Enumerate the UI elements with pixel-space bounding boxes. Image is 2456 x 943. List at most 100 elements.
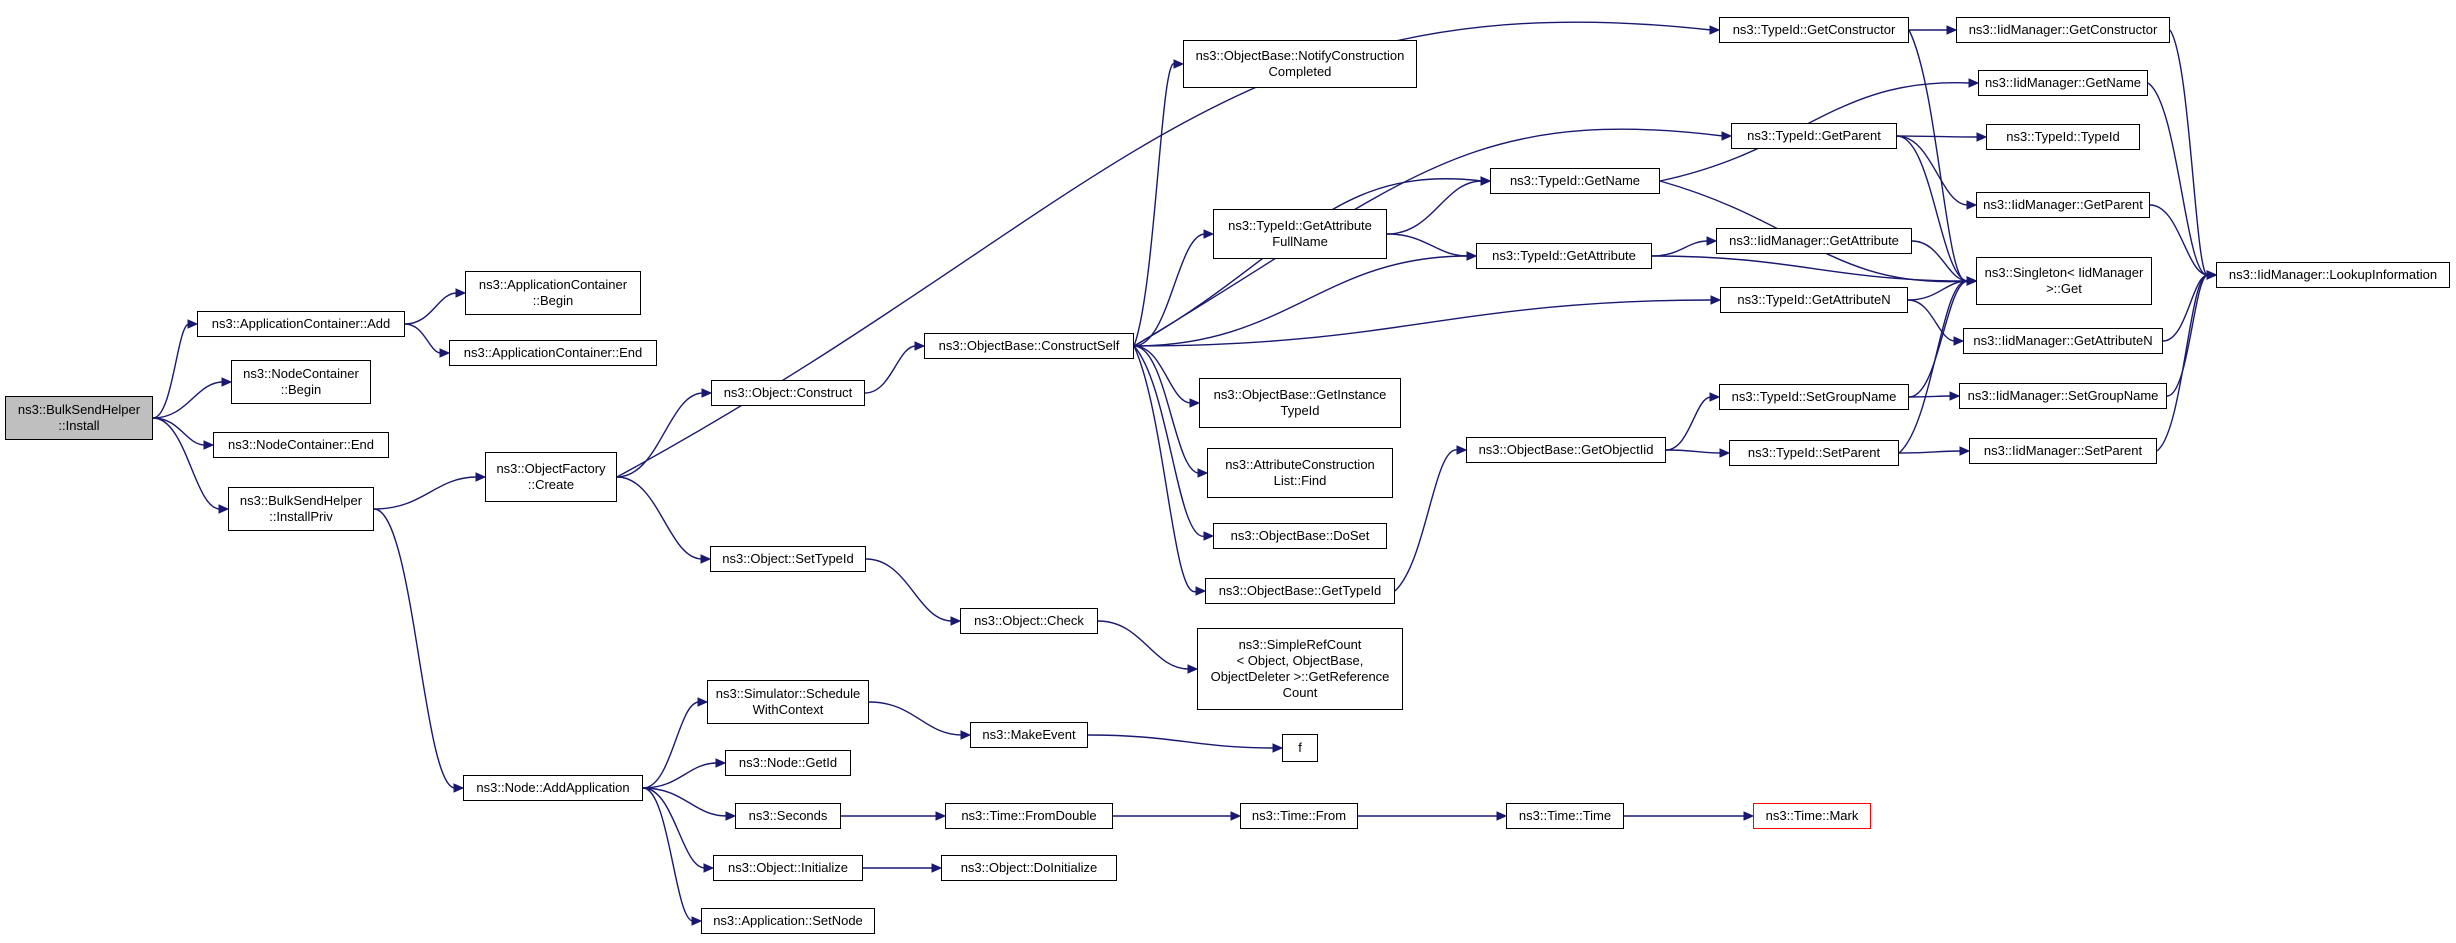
edge-arrowhead [1197, 468, 1209, 478]
call-edge [642, 701, 700, 789]
call-edge [1133, 178, 1483, 347]
edge-arrowhead [1187, 664, 1199, 674]
node-typeid-getattribute[interactable]: ns3::TypeId::GetAttribute [1476, 243, 1652, 269]
node-objectbase-getinstancetypeid[interactable]: ns3::ObjectBase::GetInstance TypeId [1199, 378, 1401, 428]
edge-arrowhead [187, 319, 199, 329]
edge-arrowhead [1706, 236, 1718, 246]
node-simulator-schedulewithcontext[interactable]: ns3::Simulator::Schedule WithContext [707, 680, 869, 724]
node-time-from[interactable]: ns3::Time::From [1240, 803, 1358, 829]
node-bulksendhelper-installpriv[interactable]: ns3::BulkSendHelper ::InstallPriv [228, 487, 374, 531]
edge-arrowhead [1709, 392, 1721, 402]
node-bulksendhelper-install: ns3::BulkSendHelper ::Install [5, 396, 153, 440]
call-edge [1898, 280, 1969, 454]
call-edge [1133, 299, 1713, 347]
call-edge [2149, 204, 2209, 276]
edge-arrowhead [1721, 131, 1733, 141]
node-applicationcontainer-begin[interactable]: ns3::ApplicationContainer ::Begin [465, 271, 641, 315]
call-edge [1651, 240, 1709, 257]
edge-arrowhead [1480, 176, 1492, 186]
edge-arrowhead [1272, 743, 1284, 753]
node-iidmanager-setgroupname[interactable]: ns3::IidManager::SetGroupName [1959, 383, 2167, 409]
node-iidmanager-setparent[interactable]: ns3::IidManager::SetParent [1969, 438, 2157, 464]
node-object-construct[interactable]: ns3::Object::Construct [711, 380, 865, 406]
node-time-fromdouble[interactable]: ns3::Time::FromDouble [945, 803, 1113, 829]
call-edge [616, 21, 1712, 478]
node-typeid-getattributefullname[interactable]: ns3::TypeId::GetAttribute FullName [1213, 209, 1387, 259]
node-applicationcontainer-end[interactable]: ns3::ApplicationContainer::End [449, 340, 657, 366]
call-edge [865, 558, 953, 622]
node-iidmanager-lookupinformation[interactable]: ns3::IidManager::LookupInformation [2216, 262, 2450, 288]
node-nodecontainer-end[interactable]: ns3::NodeContainer::End [213, 432, 389, 458]
node-typeid-getattributen[interactable]: ns3::TypeId::GetAttributeN [1720, 287, 1908, 313]
node-iidmanager-getattribute[interactable]: ns3::IidManager::GetAttribute [1716, 228, 1912, 254]
node-typeid-typeid[interactable]: ns3::TypeId::TypeId [1986, 124, 2140, 150]
node-iidmanager-getconstructor[interactable]: ns3::IidManager::GetConstructor [1956, 17, 2170, 43]
edge-arrowhead [1466, 251, 1478, 261]
node-applicationcontainer-add[interactable]: ns3::ApplicationContainer::Add [197, 311, 405, 337]
edge-arrowhead [931, 863, 943, 873]
edge-arrowhead [1710, 295, 1722, 305]
call-edge [1908, 280, 1969, 398]
call-edge [1386, 233, 1469, 257]
node-f[interactable]: f [1282, 734, 1318, 762]
node-attributeconstructionlist-find[interactable]: ns3::AttributeConstruction List::Find [1207, 448, 1393, 498]
node-objectbase-gettypeid[interactable]: ns3::ObjectBase::GetTypeId [1205, 578, 1395, 604]
call-edge [1665, 396, 1712, 451]
node-nodecontainer-begin[interactable]: ns3::NodeContainer ::Begin [231, 360, 371, 404]
edge-arrowhead [715, 758, 727, 768]
node-makeevent[interactable]: ns3::MakeEvent [970, 722, 1088, 748]
node-typeid-getname[interactable]: ns3::TypeId::GetName [1490, 168, 1660, 194]
node-node-getid[interactable]: ns3::Node::GetId [725, 750, 851, 776]
node-iidmanager-getparent[interactable]: ns3::IidManager::GetParent [1976, 192, 2150, 218]
call-edge [1133, 345, 1206, 537]
node-objectbase-constructself[interactable]: ns3::ObjectBase::ConstructSelf [924, 333, 1134, 359]
node-object-initialize[interactable]: ns3::Object::Initialize [713, 855, 863, 881]
node-objectbase-getobjectiid[interactable]: ns3::ObjectBase::GetObjectIid [1466, 437, 1666, 463]
node-simplerefcount-getreferencecount[interactable]: ns3::SimpleRefCount < Object, ObjectBase… [1197, 628, 1403, 710]
node-time-time[interactable]: ns3::Time::Time [1506, 803, 1624, 829]
call-edge [1133, 345, 1198, 593]
call-edge [616, 392, 704, 478]
node-typeid-setgroupname[interactable]: ns3::TypeId::SetGroupName [1719, 384, 1909, 410]
node-objectfactory-create[interactable]: ns3::ObjectFactory ::Create [485, 452, 617, 502]
node-object-doinitialize[interactable]: ns3::Object::DoInitialize [941, 855, 1117, 881]
node-object-settypeid[interactable]: ns3::Object::SetTypeId [710, 546, 866, 572]
edge-arrowhead [701, 388, 713, 398]
edge-arrowhead [203, 440, 215, 450]
edge-arrowhead [439, 348, 451, 358]
call-edge [642, 762, 718, 789]
node-typeid-getparent[interactable]: ns3::TypeId::GetParent [1731, 123, 1897, 149]
call-edge [1908, 395, 1952, 398]
node-typeid-getconstructor[interactable]: ns3::TypeId::GetConstructor [1719, 17, 1909, 43]
node-application-setnode[interactable]: ns3::Application::SetNode [701, 908, 875, 934]
call-edge [1898, 450, 1962, 454]
call-edge [1133, 345, 1192, 404]
node-node-addapplication[interactable]: ns3::Node::AddApplication [463, 775, 643, 801]
node-typeid-setparent[interactable]: ns3::TypeId::SetParent [1729, 440, 1899, 466]
edge-arrowhead [697, 697, 709, 707]
call-edge [1133, 63, 1176, 347]
node-time-mark[interactable]: ns3::Time::Mark [1753, 803, 1871, 829]
edge-arrowhead [960, 730, 972, 740]
edge-arrowhead [1949, 391, 1961, 401]
call-edge [1896, 135, 1969, 282]
edge-arrowhead [1743, 811, 1755, 821]
node-objectbase-notifyconstructioncompleted[interactable]: ns3::ObjectBase::NotifyConstruction Comp… [1183, 40, 1417, 88]
node-seconds[interactable]: ns3::Seconds [735, 803, 841, 829]
call-edge [1908, 29, 1969, 282]
node-iidmanager-getname[interactable]: ns3::IidManager::GetName [1978, 70, 2148, 96]
call-edge [1133, 128, 1724, 347]
node-objectbase-doset[interactable]: ns3::ObjectBase::DoSet [1213, 523, 1387, 549]
node-iidmanager-getattributen[interactable]: ns3::IidManager::GetAttributeN [1963, 328, 2163, 354]
node-singleton-iidmanager-get[interactable]: ns3::Singleton< IidManager >::Get [1976, 257, 2152, 305]
call-edge [404, 323, 442, 354]
edge-arrowhead [700, 554, 712, 564]
call-edge [1659, 81, 1971, 182]
edge-arrowhead [1203, 229, 1215, 239]
node-object-check[interactable]: ns3::Object::Check [960, 608, 1098, 634]
call-edge [1896, 135, 1979, 138]
edge-arrowhead [453, 783, 465, 793]
edge-arrowhead [950, 616, 962, 626]
